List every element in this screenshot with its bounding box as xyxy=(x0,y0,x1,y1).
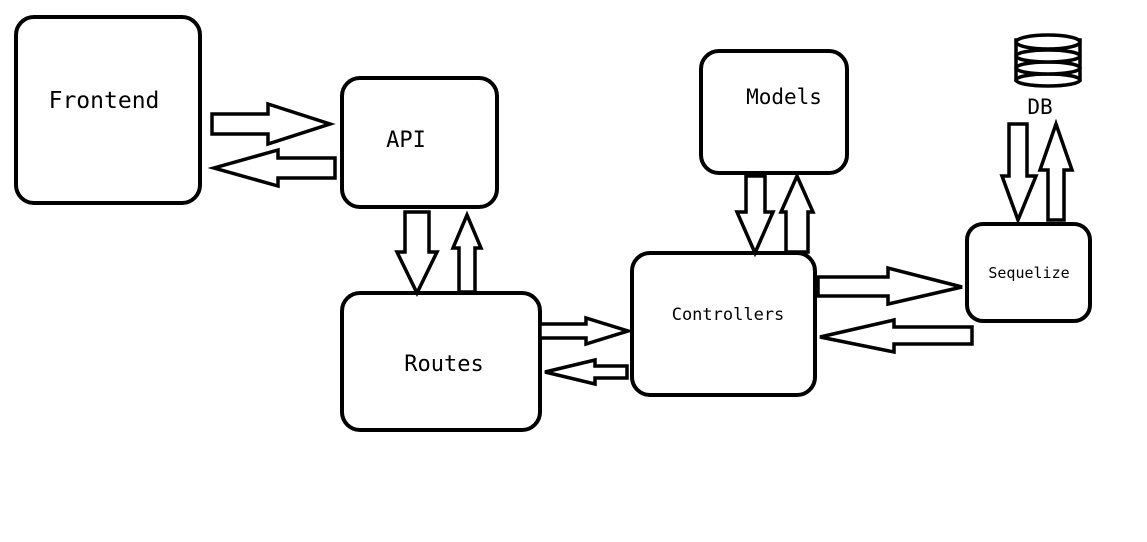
arrow-controllers-to-models xyxy=(778,171,816,254)
sequelize-label: Sequelize xyxy=(988,264,1069,282)
arrow-models-to-controllers xyxy=(734,174,776,258)
arrow-sequelize-to-db xyxy=(1037,118,1075,222)
arrow-controllers-to-sequelize xyxy=(816,265,963,307)
db-label: DB xyxy=(1027,95,1052,119)
arrow-api-to-routes xyxy=(394,210,440,297)
controllers-label: Controllers xyxy=(672,305,785,325)
models-node: Models xyxy=(699,49,849,175)
arrow-db-to-sequelize xyxy=(999,122,1039,225)
db-ring-2 xyxy=(1014,48,1082,64)
db-ring-3 xyxy=(1014,60,1082,76)
arrow-frontend-to-api xyxy=(210,101,336,147)
models-label: Models xyxy=(746,85,822,109)
arrow-routes-to-controllers xyxy=(538,315,634,347)
db-bottom xyxy=(1014,72,1082,88)
db-top xyxy=(1014,33,1082,51)
frontend-label: Frontend xyxy=(49,88,160,114)
arrow-api-to-frontend xyxy=(207,147,337,189)
routes-node: Routes xyxy=(340,291,542,432)
arrow-sequelize-to-controllers xyxy=(819,317,974,355)
routes-label: Routes xyxy=(404,352,483,377)
models-box xyxy=(699,49,849,175)
api-node: API xyxy=(340,76,499,209)
sequelize-box xyxy=(965,222,1092,323)
controllers-node: Controllers xyxy=(630,251,817,397)
frontend-box xyxy=(14,15,202,205)
database-cylinder-icon xyxy=(1014,33,1082,88)
arrow-controllers-to-routes xyxy=(544,357,629,387)
frontend-node: Frontend xyxy=(14,15,202,205)
routes-box xyxy=(340,291,542,432)
arrow-routes-to-api xyxy=(450,210,484,294)
api-box xyxy=(340,76,499,209)
controllers-box xyxy=(630,251,817,397)
api-label: API xyxy=(386,128,426,153)
sequelize-node: Sequelize xyxy=(965,222,1092,323)
